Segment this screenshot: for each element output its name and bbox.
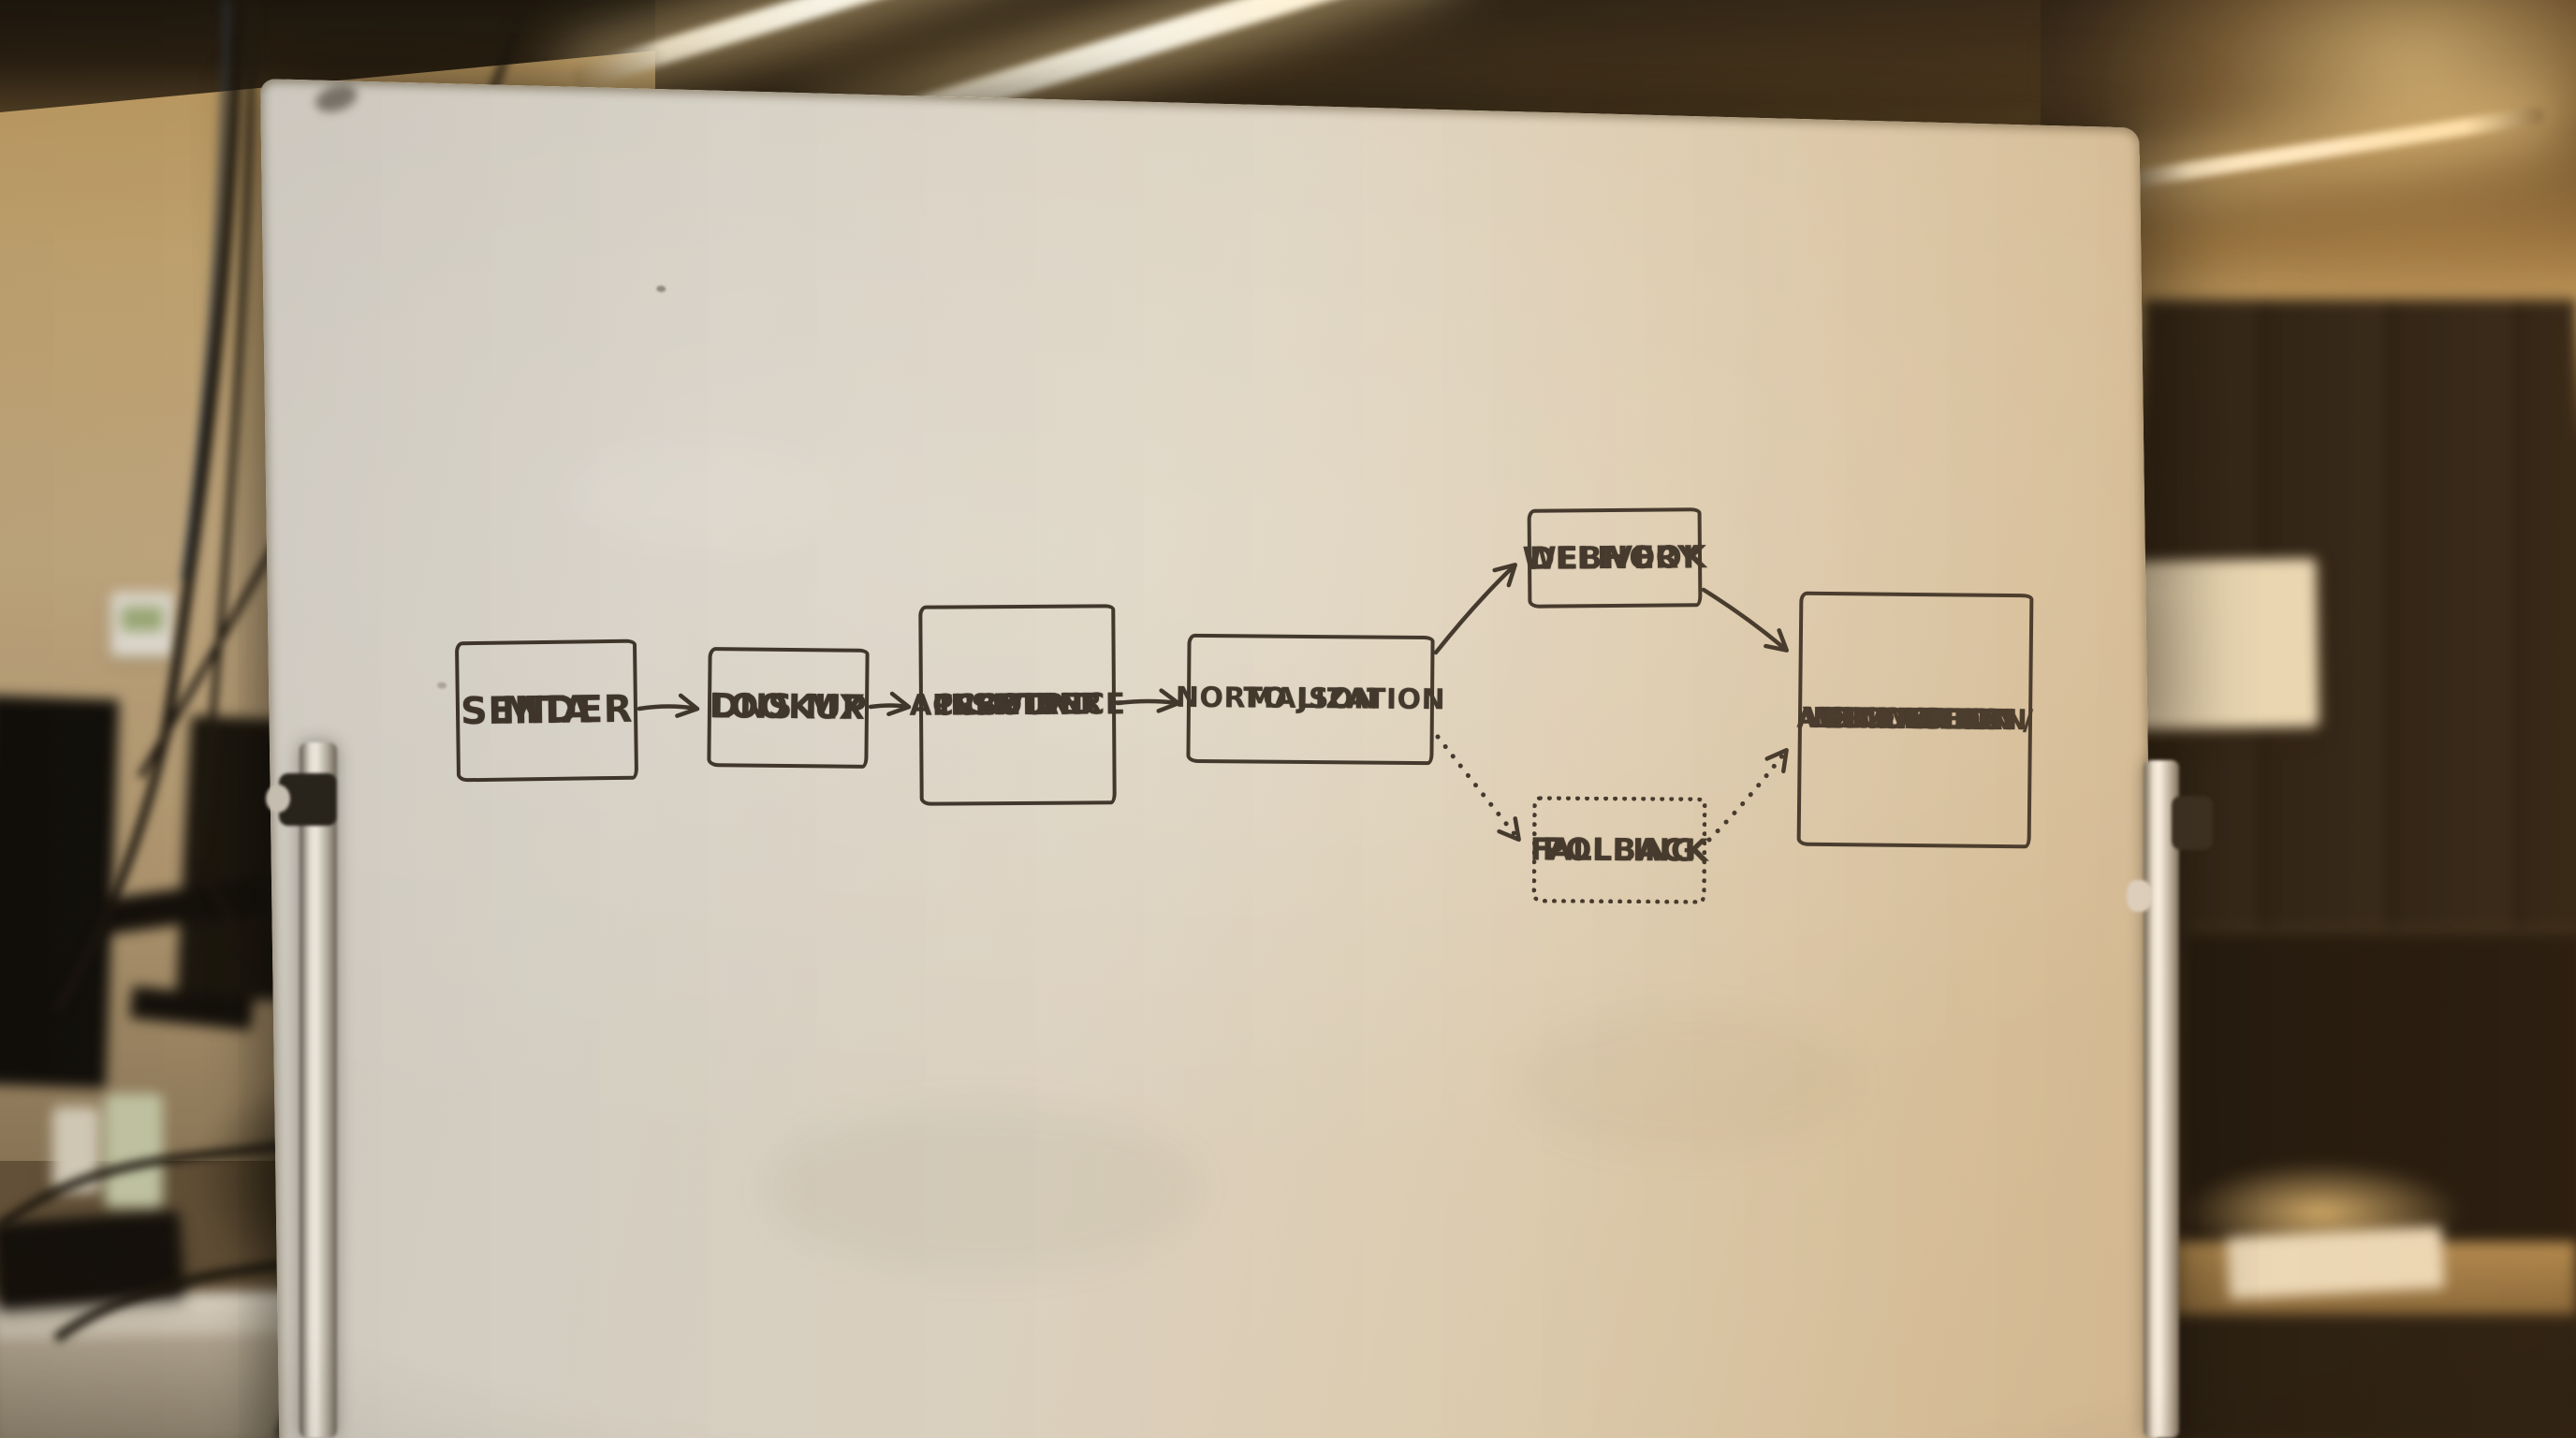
stand-pole-right: [2144, 760, 2179, 1438]
edge-polling-fallback-to-automation-llm-agent: [1706, 747, 1789, 843]
cup: [105, 1093, 163, 1208]
stand-pole-left: [300, 742, 337, 1438]
edge-webhook-delivery-to-automation-llm-agent: [1701, 587, 1790, 653]
thermostat-display: [122, 607, 163, 631]
stand-clamp: [2172, 796, 2213, 850]
thermostat: [110, 592, 174, 657]
edge-inbound-provider-smtp-acceptance-to-normalization-to-json: [1115, 688, 1181, 713]
under-desk-shadow: [2144, 1314, 2576, 1438]
edge-normalization-to-json-to-webhook-delivery: [1433, 563, 1517, 655]
edge-sender-mta-to-dns-mx-lookup: [637, 693, 700, 718]
stand-knob: [2127, 880, 2151, 912]
edge-dns-mx-lookup-to-inbound-provider-smtp-acceptance: [868, 691, 912, 716]
edge-normalization-to-json-to-polling-fallback: [1435, 734, 1521, 843]
board-stain: [1516, 1011, 1853, 1152]
board-shine: [562, 440, 842, 552]
board-stain: [768, 1105, 1198, 1273]
stand-knob: [266, 785, 290, 813]
